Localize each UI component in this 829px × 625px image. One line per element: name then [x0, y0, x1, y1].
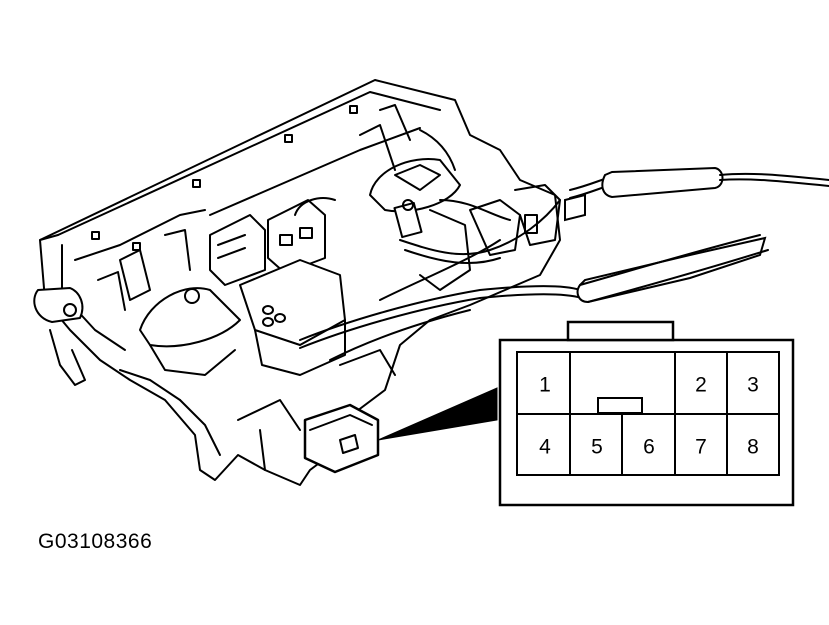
callout-pointer	[377, 387, 498, 441]
pin-label-6: 6	[643, 436, 655, 459]
cable-upper-right	[601, 166, 829, 199]
pin-labels: 1 2 3 4 5 6 7 8	[539, 374, 759, 459]
control-head-assembly	[33, 79, 561, 486]
pin-label-1: 1	[539, 374, 551, 397]
wire-harness	[299, 177, 609, 361]
cable-lower-right	[576, 234, 769, 304]
pin-label-7: 7	[695, 436, 707, 459]
pin-label-8: 8	[747, 436, 759, 459]
pin-label-4: 4	[539, 436, 551, 459]
pin-label-5: 5	[591, 436, 603, 459]
figure-code: G03108366	[38, 530, 153, 553]
connector-face-detail	[498, 320, 795, 507]
pin-label-3: 3	[747, 374, 759, 397]
cavity-8	[726, 413, 780, 476]
pin-label-2: 2	[695, 374, 707, 397]
